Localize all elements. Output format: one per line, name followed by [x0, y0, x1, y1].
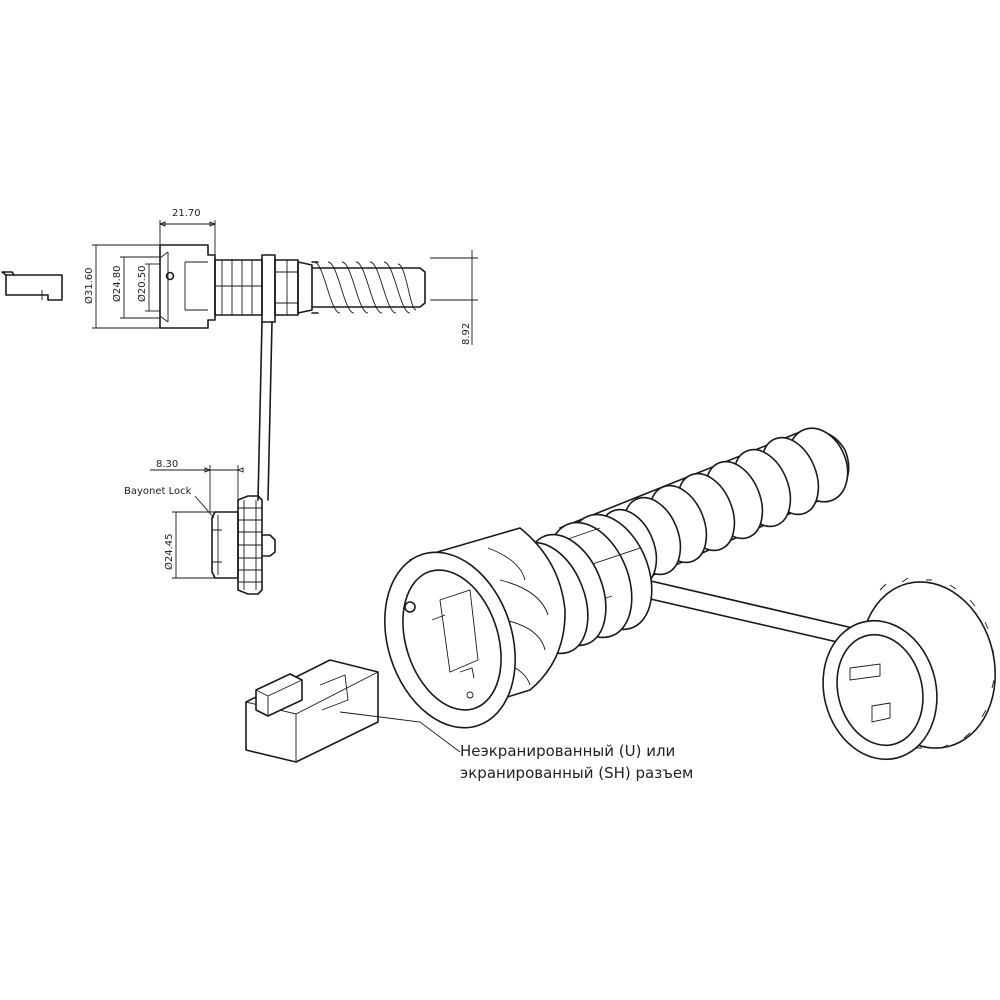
connector-isometric-view: [245, 427, 996, 763]
callout-line-2: экранированный (SH) разъем: [460, 764, 694, 782]
rj45-insert-isometric: [245, 659, 379, 763]
dust-cap-side-view: [211, 495, 276, 595]
dim-8-92: 8.92: [461, 323, 472, 345]
dim-21-70: 21.70: [172, 208, 201, 219]
dim-dia-24-45: Ø24.45: [163, 534, 175, 571]
dim-dia-20-50: Ø20.50: [136, 266, 148, 303]
strain-relief-boot-side-view: [311, 261, 426, 314]
coupling-nut-isometric: [384, 527, 566, 729]
callout-line-1: Неэкранированный (U) или: [460, 742, 676, 760]
connector-side-view: [159, 244, 313, 329]
dim-dia-24-80: Ø24.80: [111, 266, 123, 303]
tether-strap-side-view: [257, 321, 273, 501]
bayonet-lock-label: Bayonet Lock: [124, 486, 192, 497]
dimension-lines: [92, 220, 478, 579]
dust-cap-isometric: [822, 577, 996, 761]
dim-dia-31-60: Ø31.60: [83, 268, 95, 305]
connector-callout-label: Неэкранированный (U) или экранированный …: [460, 740, 693, 784]
callout-leader-line: [339, 711, 461, 753]
rj45-insert-side-view: [1, 271, 63, 301]
dim-8-30: 8.30: [156, 459, 178, 470]
